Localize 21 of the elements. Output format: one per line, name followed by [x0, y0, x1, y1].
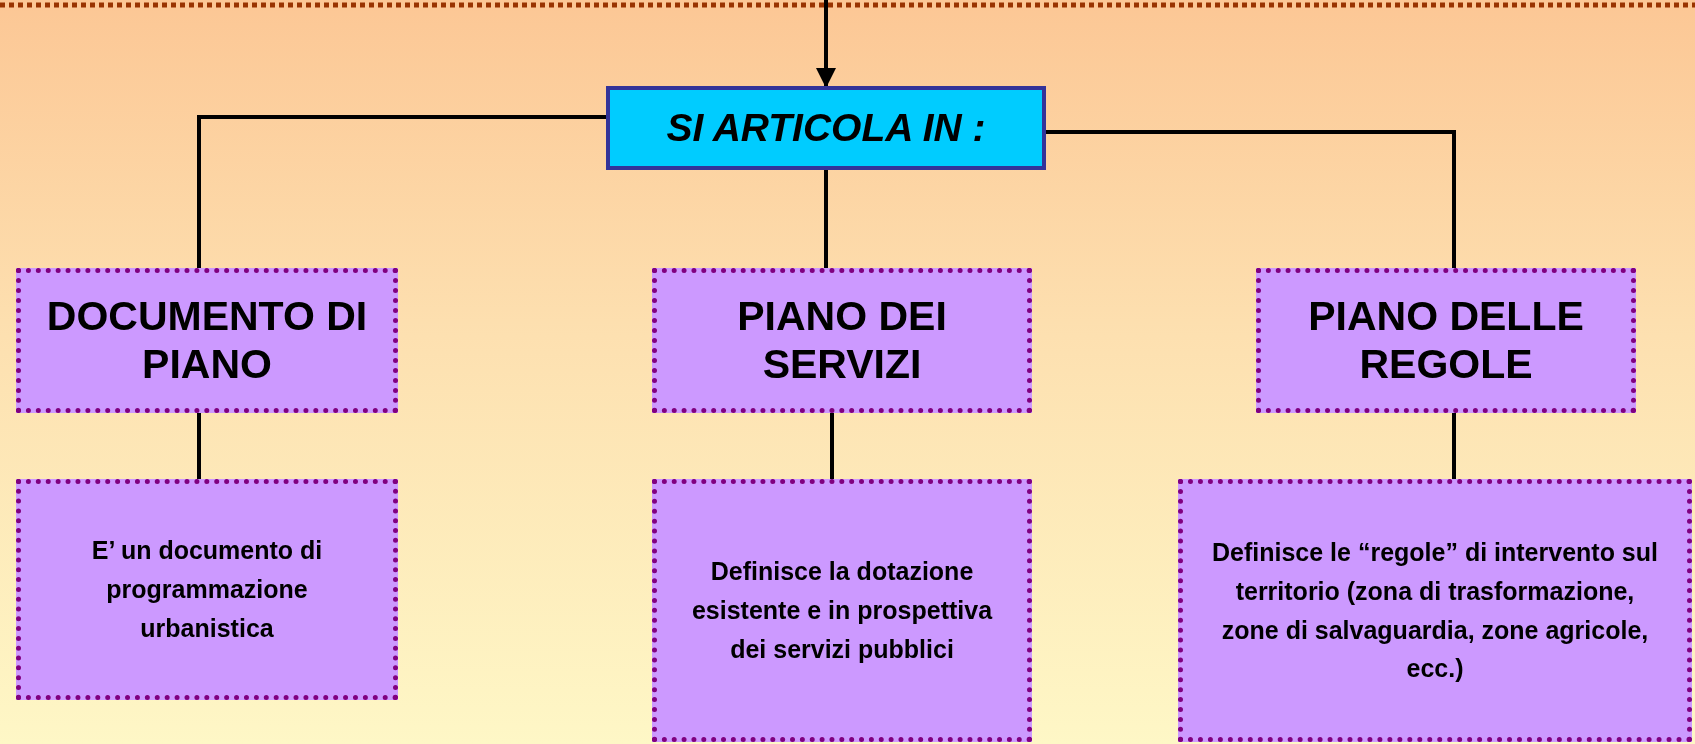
plan-box — [16, 268, 398, 413]
center-box — [606, 86, 1046, 170]
description-box — [1178, 479, 1692, 742]
box-text: SI ARTICOLA IN : — [666, 106, 986, 150]
box-text: E’ un documento di programmazione urbanistica — [90, 535, 324, 644]
connector-line — [197, 115, 606, 268]
plan-box — [1256, 268, 1636, 413]
box-text: Definisce la dotazione esistente e in prospettiva dei servizi pubblici — [690, 556, 994, 665]
connector-line — [824, 170, 828, 268]
connector-line — [1046, 130, 1456, 268]
box-text: Definisce le “regole” di intervento sul territorio (zona di trasformazione, zone di salvaguardia, zone agricole, ecc.) — [1211, 537, 1659, 685]
box-text: PIANO DEI SERVIZI — [736, 293, 948, 388]
box-text: PIANO DELLE REGOLE — [1307, 293, 1585, 388]
plan-box — [652, 268, 1032, 413]
description-box — [16, 479, 398, 700]
connector-line — [830, 413, 834, 479]
connector-line — [197, 413, 201, 479]
description-box — [652, 479, 1032, 742]
connector-line — [1452, 413, 1456, 479]
arrow — [816, 0, 836, 88]
box-text: DOCUMENTO DI PIANO — [45, 293, 369, 388]
